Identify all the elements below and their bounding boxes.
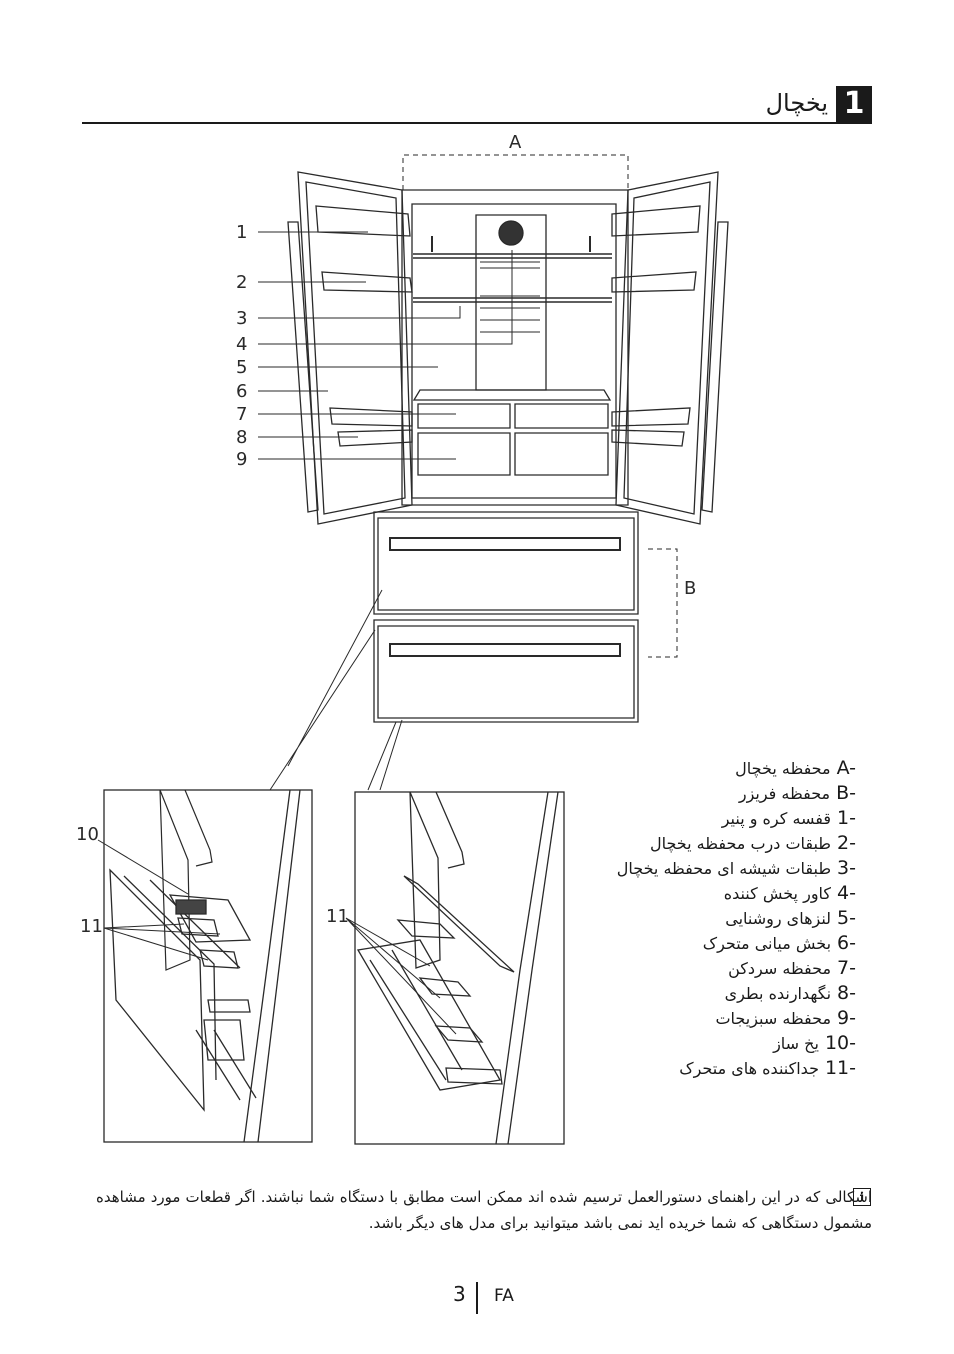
right-door (611, 171, 729, 525)
section-number-badge: 1 (836, 86, 872, 122)
callout-5: 5 (236, 357, 247, 378)
dimension-b: B (648, 548, 696, 658)
title-divider (82, 122, 872, 124)
callout-7: 7 (236, 404, 247, 425)
legend-item: 8-نگهدارنده بطری (724, 982, 856, 1004)
parts-legend: A-محفظه یخچال B-محفظه فریزر 1-قفسه کره و… (526, 756, 856, 1081)
section-header: 1 یخچال (0, 82, 872, 124)
legend-item: 4-کاور پخش کننده (723, 882, 856, 904)
detail-left-leaders (97, 839, 221, 961)
detail-view-left (103, 789, 313, 1143)
left-door (287, 171, 413, 525)
legend-item: 7-محفظه سردکن (728, 957, 856, 979)
callout-11-left: 11 (80, 916, 103, 937)
callout-3: 3 (236, 308, 247, 329)
callout-4: 4 (236, 334, 247, 355)
legend-item: 5-لنزهای روشنایی (725, 907, 856, 929)
fridge-cabinet (401, 189, 629, 506)
page-number: 3 (453, 1282, 466, 1306)
detail-right-leaders (345, 917, 457, 1035)
detail-view-right (354, 791, 565, 1145)
callout-6: 6 (236, 381, 247, 402)
legend-item: 1-قفسه کره و پنیر (721, 807, 856, 829)
dimension-a: A (402, 132, 629, 190)
callout-numbers: 1 2 3 4 5 6 7 8 9 (236, 222, 247, 470)
callout-leaders (258, 231, 513, 460)
legend-item: A-محفظه یخچال (735, 757, 856, 779)
dimension-b-label: B (684, 578, 696, 599)
legend-item: 11-جداکننده های متحرک (679, 1057, 856, 1079)
dimension-a-label: A (509, 132, 522, 153)
legend-item: B-محفظه فریزر (738, 782, 856, 804)
note-text: اشکالی که در این راهنمای دستورالعمل ترسی… (96, 1188, 872, 1232)
language-code: FA (494, 1286, 514, 1306)
callout-11-right: 11 (326, 906, 349, 927)
callout-10: 10 (76, 824, 99, 845)
callout-2: 2 (236, 272, 247, 293)
footer-divider (476, 1282, 478, 1314)
legend-item: 3-طبقات شیشه ای محفظه یخچال (616, 857, 856, 879)
detail-projection-left (269, 589, 383, 791)
legend-item: 9-محفظه سبزیجات (715, 1007, 856, 1029)
callout-1: 1 (236, 222, 247, 243)
info-icon: i (853, 1188, 871, 1206)
legend-item: 6-بخش میانی متحرک (702, 932, 856, 954)
legend-item: 10-یخ ساز (773, 1032, 856, 1054)
callout-8: 8 (236, 427, 247, 448)
callout-9: 9 (236, 449, 247, 470)
detail-projection-right (367, 719, 403, 791)
freezer-drawers (373, 511, 639, 723)
section-title: یخچال (765, 89, 828, 117)
legend-item: 2-طبقات درب محفظه یخچال (649, 832, 856, 854)
